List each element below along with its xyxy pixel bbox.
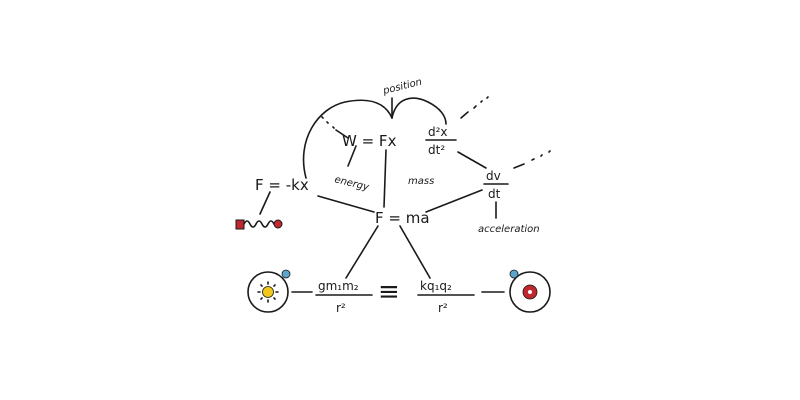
label-mass: mass [408, 176, 434, 187]
line-center-to-gravity [345, 225, 379, 279]
line-dots-to-work [335, 129, 349, 139]
node-center-fma: F = ma [375, 209, 430, 227]
line-center-to-dvdt [425, 189, 483, 213]
label-position: position [381, 77, 423, 97]
node-work: W = Fx [342, 132, 397, 150]
line-center-to-coulomb [399, 225, 431, 279]
loop-hooke-to-position [302, 99, 393, 179]
line-d2x-to-dvdt [457, 151, 487, 169]
node-d2x-numerator: d²x [428, 125, 448, 139]
node-gravity-denominator: r² [336, 301, 346, 315]
node-dvdt-numerator: dv [486, 169, 501, 183]
node-gravity-numerator: gm₁m₂ [318, 279, 359, 293]
node-coulomb-denominator: r² [438, 301, 448, 315]
atom-icon [509, 269, 551, 313]
loop-position-to-d2x [391, 97, 447, 125]
spring-icon [235, 219, 283, 230]
dots-upper-left [321, 116, 335, 129]
line-work-to-energy [347, 145, 357, 167]
line-hooke-to-spring [259, 191, 271, 215]
node-dvdt-denominator: dt [488, 187, 501, 201]
connector-lines [259, 96, 551, 293]
label-energy: energy [333, 174, 371, 193]
d2x-dots [460, 96, 489, 119]
node-d2x-denominator: dt² [428, 143, 445, 157]
line-hooke-to-center [317, 195, 375, 213]
planet-orbit-icon [247, 269, 291, 313]
label-acceleration: acceleration [478, 224, 540, 235]
node-coulomb-numerator: kq₁q₂ [420, 279, 452, 293]
line-work-to-center [383, 149, 387, 208]
node-hooke: F = -kx [255, 176, 309, 194]
dvdt-dots [513, 150, 551, 169]
equivalence-sign: ≡ [378, 277, 400, 307]
